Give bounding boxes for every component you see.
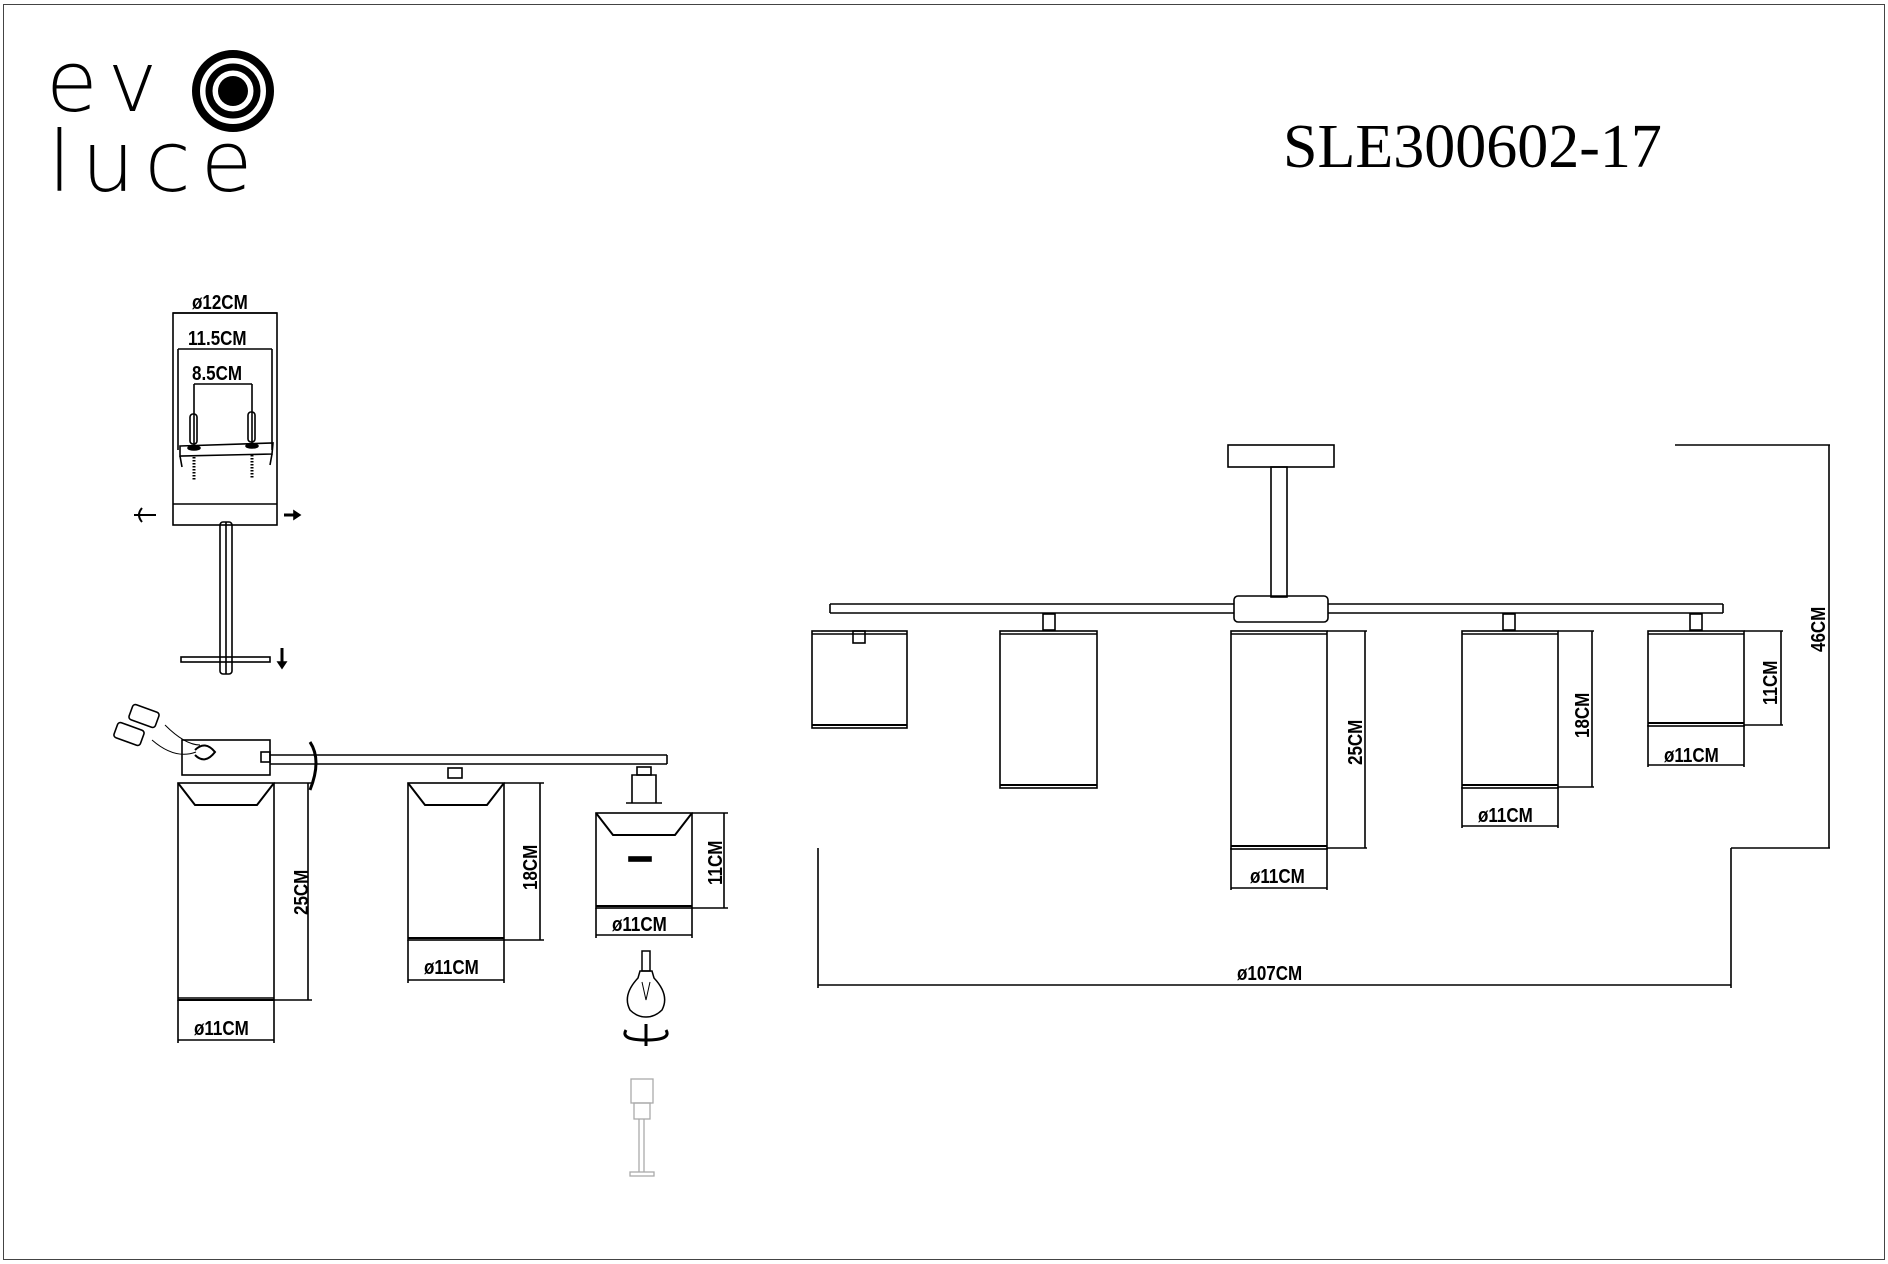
dim-hole-spacing: 8.5CM <box>192 363 243 385</box>
logo-text-luce: luce <box>48 113 263 211</box>
side-dim-height-25: 25CM <box>291 869 313 915</box>
side-dim-diameter-1: ø11CM <box>194 1018 249 1040</box>
drawing-frame <box>3 4 1885 1260</box>
front-dim-height-25: 25CM <box>1345 719 1367 765</box>
front-dim-diameter-center: ø11CM <box>1250 866 1305 888</box>
front-view-assembly <box>811 444 1830 988</box>
dim-canopy-diameter: ø12CM <box>192 292 248 314</box>
socket-tool-icon <box>629 1078 655 1177</box>
brand-logo: ev luce <box>46 40 286 215</box>
side-dim-height-11: 11CM <box>705 840 727 885</box>
dim-plate-width: 11.5CM <box>188 328 247 350</box>
logo-circle-icon <box>192 50 274 132</box>
side-dim-height-18: 18CM <box>520 844 542 890</box>
logo-text-ev: ev <box>46 33 168 131</box>
front-dim-diameter-right-outer: ø11CM <box>1664 745 1719 767</box>
mounting-bracket-detail <box>134 312 302 675</box>
model-number: SLE300602-17 <box>1283 113 1662 181</box>
front-dim-overall-width: ø107CM <box>1237 963 1303 985</box>
front-dim-diameter-right-inner: ø11CM <box>1478 805 1533 827</box>
bulb-icon <box>626 950 666 1018</box>
side-dim-diameter-3: ø11CM <box>612 914 667 936</box>
side-view-assembly <box>113 703 728 1177</box>
side-dim-diameter-2: ø11CM <box>424 957 479 979</box>
front-dim-height-11: 11CM <box>1760 660 1782 705</box>
front-dim-height-18: 18CM <box>1572 692 1594 738</box>
front-dim-overall-height: 46CM <box>1808 606 1830 652</box>
